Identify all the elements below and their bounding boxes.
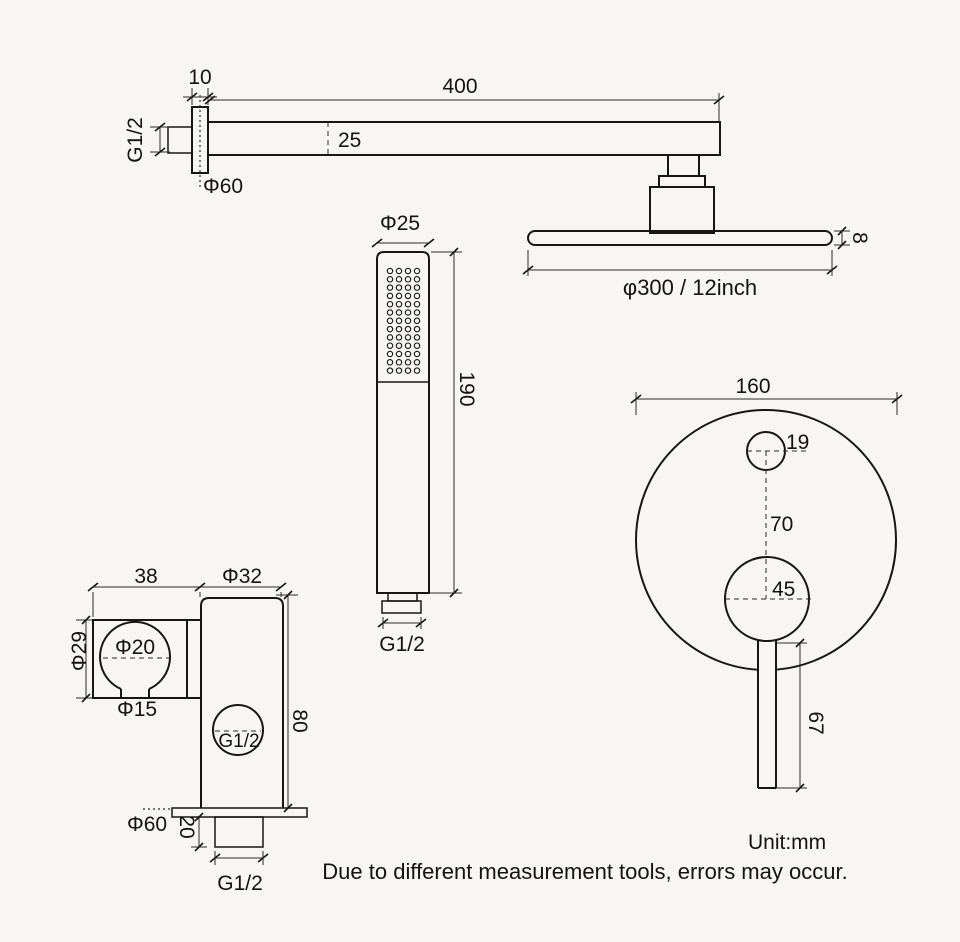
- shower-head-view: 8 φ300 / 12inch: [522, 154, 871, 300]
- holder-clip-opening-label: Φ15: [117, 698, 157, 721]
- arm-body: [207, 121, 721, 156]
- holder-thread-length-label: 20: [175, 815, 198, 838]
- hand-shower-body: [376, 251, 430, 594]
- head-thickness-label: 8: [848, 232, 871, 244]
- head-ball-joint-housing: [649, 186, 715, 234]
- holder-clip-ring: [99, 621, 171, 690]
- arm-wall-plate-thickness-label: 10: [188, 66, 211, 89]
- mixer-hole-spacing-label: 70: [770, 513, 793, 536]
- hand-shower-thread-nut: [381, 600, 422, 614]
- mixer-handle-base-label: 45: [772, 578, 795, 601]
- arm-height-label: 25: [338, 129, 361, 152]
- holder-side-port: [212, 704, 264, 756]
- shower-arm-view: 10 400 25 G1/2 Φ60: [124, 66, 725, 198]
- holder-side-port-thread-label: G1/2: [218, 731, 259, 752]
- holder-outlet-thread-label: G1/2: [217, 872, 263, 895]
- holder-body-height-label: 80: [288, 709, 311, 732]
- holder-bracket: [92, 619, 188, 699]
- holder-clip-inner-label: Φ20: [115, 636, 155, 659]
- mixer-top-hole-label: 19: [786, 431, 809, 454]
- hand-shower-spray-nozzles: [386, 267, 421, 374]
- unit-note: Unit:mm: [748, 831, 826, 854]
- hand-shower-thread-label: G1/2: [379, 633, 425, 656]
- holder-body: [200, 597, 284, 808]
- mixer-valve-view: 160 19 70 45 67: [630, 375, 903, 793]
- head-disc: [527, 230, 833, 246]
- hand-shower-length-label: 190: [455, 371, 478, 406]
- holder-valve-view: 38 Φ32 Φ20 Φ15 Φ29 G1/2 80 Φ60: [68, 565, 311, 895]
- drawing-notes: Unit:mm Due to different measurement too…: [322, 831, 847, 884]
- holder-flange-diameter-label: Φ60: [127, 813, 167, 836]
- holder-bracket-width-label: 38: [134, 565, 157, 588]
- head-diameter-label: φ300 / 12inch: [623, 275, 757, 300]
- holder-bracket-height-label: Φ29: [68, 631, 91, 671]
- mixer-plate-diameter-label: 160: [735, 375, 770, 398]
- mixer-lever-length-label: 67: [804, 711, 827, 734]
- hand-shower-diameter-label: Φ25: [380, 212, 420, 235]
- hand-shower-view: Φ25 G1/2 190: [371, 212, 478, 656]
- arm-inlet-thread-label: G1/2: [124, 117, 147, 163]
- arm-length-label: 400: [442, 75, 477, 98]
- disclaimer-note: Due to different measurement tools, erro…: [322, 859, 847, 884]
- arm-flange-diameter-label: Φ60: [203, 175, 243, 198]
- holder-outlet-thread: [214, 816, 264, 848]
- holder-body-diameter-label: Φ32: [222, 565, 262, 588]
